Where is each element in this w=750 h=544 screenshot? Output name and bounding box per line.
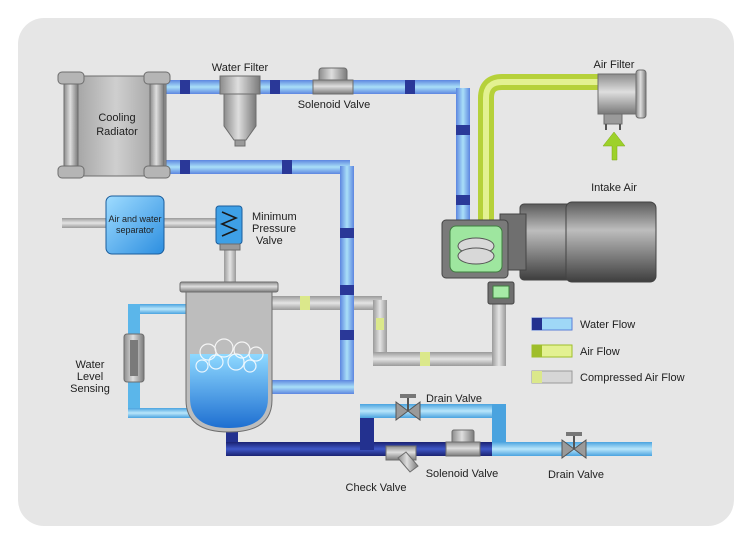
- pressure-valve-stem: [224, 240, 236, 286]
- legend: Water Flow Air Flow Compressed Air Flow: [531, 317, 685, 384]
- solenoid-valve-top: [312, 67, 354, 95]
- check-valve: [385, 445, 419, 473]
- air-filter-label: Air Filter: [594, 59, 635, 71]
- air-water-separator: Air and water separator: [105, 195, 165, 255]
- drain-valve-right: [561, 432, 587, 459]
- check-valve-label: Check Valve: [346, 482, 407, 494]
- intake-air-label: Intake Air: [591, 182, 637, 194]
- water-filter: [219, 75, 261, 147]
- cooling-radiator: Cooling Radiator: [57, 71, 171, 179]
- min-pressure-label-1: Minimum: [252, 211, 297, 223]
- solenoid-valve-bottom: [445, 429, 481, 457]
- legend-item-compressed: Compressed Air Flow: [531, 370, 685, 384]
- intake-air-arrow: [602, 131, 626, 161]
- drain-valve-right-label: Drain Valve: [548, 469, 604, 481]
- motor: [499, 201, 657, 283]
- legend-item-air: Air Flow: [531, 344, 620, 358]
- water-level-sensor: [123, 333, 145, 383]
- compressed-air-pipe: [272, 296, 506, 366]
- drain-valve-mid: [395, 394, 421, 421]
- water-filter-label: Water Filter: [212, 62, 269, 74]
- separator-label-2: separator: [116, 225, 154, 235]
- min-pressure-label-3: Valve: [256, 235, 283, 247]
- water-level-label-3: Sensing: [70, 383, 110, 395]
- legend-item-water: Water Flow: [531, 317, 635, 331]
- cooling-radiator-label-1: Cooling: [98, 112, 135, 124]
- water-pipe-return: [160, 160, 354, 394]
- solenoid-valve-bottom-label: Solenoid Valve: [426, 468, 499, 480]
- cooling-radiator-label-2: Radiator: [96, 126, 138, 138]
- air-intake-pipe: [478, 74, 600, 222]
- oil-gas-tank: [179, 281, 279, 433]
- separator-label-1: Air and water: [108, 214, 161, 224]
- air-filter: [597, 69, 647, 130]
- min-pressure-valve: [215, 205, 243, 251]
- legend-label-air: Air Flow: [580, 346, 620, 358]
- water-level-label-1: Water: [76, 359, 105, 371]
- drain-valve-mid-label: Drain Valve: [426, 393, 482, 405]
- water-level-label-2: Level: [77, 371, 103, 383]
- compressor-airend: [441, 219, 515, 305]
- min-pressure-label-2: Pressure: [252, 223, 296, 235]
- legend-label-water: Water Flow: [580, 319, 635, 331]
- solenoid-valve-top-label: Solenoid Valve: [298, 99, 371, 111]
- legend-label-compressed: Compressed Air Flow: [580, 372, 685, 384]
